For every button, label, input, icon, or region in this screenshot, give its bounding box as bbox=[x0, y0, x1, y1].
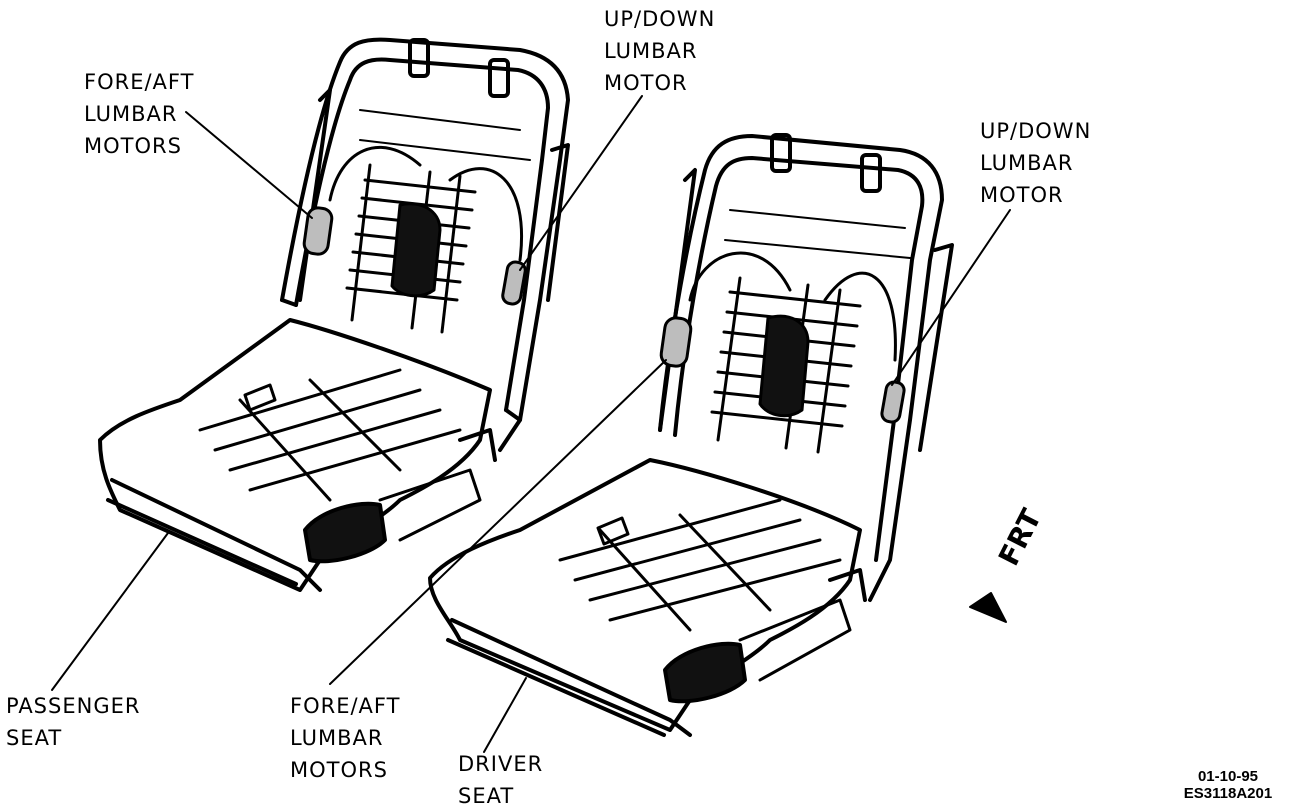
leader-fore-aft-driver bbox=[329, 359, 667, 685]
driver-seat-label: DRIVER SEAT bbox=[458, 748, 543, 812]
fore-aft-lumbar-motors-driver-label: FORE/AFT LUMBAR MOTORS bbox=[290, 690, 400, 786]
label-line: LUMBAR bbox=[84, 102, 178, 126]
label-line: MOTOR bbox=[980, 183, 1064, 207]
leader-up-down-driver bbox=[891, 209, 1011, 386]
passenger-seat-label: PASSENGER SEAT bbox=[6, 690, 140, 754]
front-arrow-icon bbox=[969, 592, 1007, 623]
fore-aft-lumbar-motors-passenger-label: FORE/AFT LUMBAR MOTORS bbox=[84, 66, 194, 162]
label-line: UP/DOWN bbox=[604, 7, 716, 31]
passenger-lumbar-support bbox=[328, 109, 531, 334]
label-line: MOTORS bbox=[84, 134, 182, 158]
label-line: SEAT bbox=[6, 726, 63, 750]
driver-lumbar-support bbox=[688, 209, 911, 454]
label-line: LUMBAR bbox=[604, 39, 698, 63]
label-line: LUMBAR bbox=[290, 726, 384, 750]
passenger-up-down-motor bbox=[501, 260, 527, 306]
driver-fore-aft-motor bbox=[659, 316, 693, 368]
driver-seat-cushion bbox=[428, 458, 867, 737]
up-down-lumbar-motor-driver-label: UP/DOWN LUMBAR MOTOR bbox=[980, 115, 1091, 211]
label-line: UP/DOWN bbox=[980, 119, 1092, 143]
figure-code: 01-10-95 ES3118A201 bbox=[1166, 768, 1290, 802]
driver-up-down-motor bbox=[880, 380, 906, 424]
leader-driver-seat bbox=[483, 677, 527, 753]
passenger-seat-illustration bbox=[98, 37, 570, 592]
driver-seat-illustration bbox=[428, 133, 954, 737]
leader-up-down-passenger bbox=[519, 95, 643, 271]
label-line: FORE/AFT bbox=[84, 70, 195, 94]
label-line: LUMBAR bbox=[980, 151, 1074, 175]
leader-passenger-seat bbox=[51, 532, 169, 691]
figure-date: 01-10-95 bbox=[1197, 768, 1259, 785]
figure-id: ES3118A201 bbox=[1183, 785, 1273, 802]
label-line: MOTORS bbox=[290, 758, 388, 782]
label-line: DRIVER bbox=[458, 752, 544, 776]
label-line: PASSENGER bbox=[6, 694, 141, 718]
leader-fore-aft-passenger bbox=[185, 111, 313, 219]
passenger-fore-aft-motor bbox=[302, 206, 334, 256]
passenger-seat-cushion bbox=[98, 318, 497, 592]
label-line: MOTOR bbox=[604, 71, 688, 95]
label-line: FORE/AFT bbox=[290, 694, 401, 718]
leader-lines bbox=[51, 95, 1011, 753]
label-line: SEAT bbox=[458, 784, 515, 808]
up-down-lumbar-motor-passenger-label: UP/DOWN LUMBAR MOTOR bbox=[604, 3, 715, 99]
